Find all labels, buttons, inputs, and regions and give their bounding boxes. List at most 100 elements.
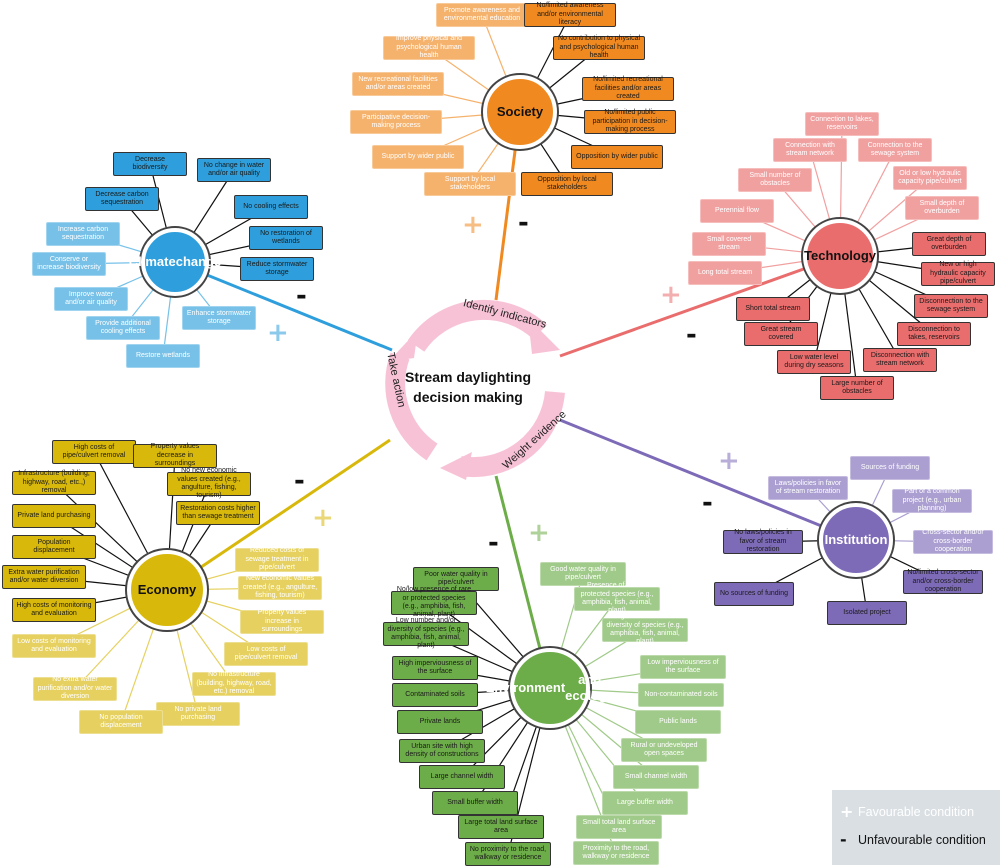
technology-minus-icon: - — [686, 320, 697, 350]
cycle-arrow-identify — [407, 299, 547, 352]
environment-favourable-indicator: Small channel width — [613, 765, 699, 789]
environment-unfavourable-indicator: High imperviousness of the surface — [392, 656, 478, 680]
economy-unfavourable-indicator: Infrastructure (building, highway, road,… — [12, 470, 96, 495]
cycle-arrow-weight — [458, 390, 565, 478]
technology-unfavourable-indicator: Great stream covered — [744, 322, 818, 346]
economy-hub: Economy — [127, 550, 207, 630]
decision-cycle-arrows — [385, 299, 565, 480]
technology-favourable-indicator: Connection with stream network — [773, 138, 847, 162]
economy-unfavourable-indicator: Private land purchasing — [12, 504, 96, 528]
society-favourable-indicator: New recreational facilities and/or areas… — [352, 72, 444, 96]
climate-favourable-indicator: Improve water and/or air quality — [54, 287, 128, 311]
climate-unfavourable-indicator: No restoration of wetlands — [249, 226, 323, 250]
technology-unfavourable-indicator: Disconnection to the sewage system — [914, 294, 988, 318]
institution-favourable-indicator: Part of a common project (e.g., urban pl… — [892, 488, 972, 513]
society-favourable-indicator: Promote awareness and environmental educ… — [436, 3, 528, 27]
institution-unfavourable-indicator: Isolated project — [827, 601, 907, 625]
economy-unfavourable-indicator: No new economic values created (e.g., an… — [167, 467, 251, 499]
technology-favourable-indicator: Old or low hydraulic capacity pipe/culve… — [893, 166, 967, 190]
technology-unfavourable-indicator: Low water level during dry seasons — [777, 350, 851, 374]
environment-unfavourable-indicator: No proximity to the road, walkway or res… — [465, 842, 551, 866]
climate-hub-label: change — [175, 254, 222, 270]
technology-plus-icon: + — [660, 280, 682, 310]
institution-unfavourable-indicator: No/limited cross-sector and/or cross-bor… — [903, 569, 983, 594]
climate-favourable-indicator: Restore wetlands — [126, 344, 200, 368]
institution-favourable-indicator: Sources of funding — [850, 456, 930, 480]
legend-favourable: + Favourable condition — [840, 802, 974, 821]
climate-favourable-indicator: Provide additional cooling effects — [86, 316, 160, 340]
technology-unfavourable-indicator: New or high hydraulic capacity pipe/culv… — [921, 261, 995, 286]
institution-connector — [559, 418, 857, 542]
environment-hub-label: and ecology — [565, 672, 615, 703]
economy-favourable-indicator: No infrastructure (building, highway, ro… — [192, 671, 276, 696]
technology-favourable-indicator: Small covered stream — [692, 232, 766, 256]
environment-plus-icon: + — [528, 518, 550, 548]
society-hub-label: Society — [496, 104, 544, 120]
cycle-arrowhead-weight — [440, 452, 472, 480]
society-favourable-indicator: Support by wider public — [372, 145, 464, 169]
economy-connector — [166, 438, 391, 592]
economy-favourable-indicator: New economic values created (e.g., angul… — [238, 575, 322, 600]
environment-favourable-indicator: Presence of rare or protected species (e… — [574, 582, 660, 614]
environment-favourable-indicator: High number and/or diversity of species … — [602, 613, 688, 645]
climate-connector — [174, 260, 393, 352]
economy-favourable-indicator: Reduced costs of sewage treatment in pip… — [235, 547, 319, 572]
economy-unfavourable-indicator: Property values decrease in surroundings — [133, 443, 217, 468]
environment-favourable-indicator: Rural or undeveloped open spaces — [621, 738, 707, 762]
institution-plus-icon: + — [718, 446, 740, 476]
economy-plus-icon: + — [312, 503, 334, 533]
legend: + Favourable condition - Unfavourable co… — [832, 790, 1000, 865]
technology-connector — [559, 254, 841, 358]
climate-favourable-indicator: Enhance stormwater storage — [182, 306, 256, 330]
society-unfavourable-indicator: Opposition by local stakeholders — [521, 172, 613, 196]
technology-unfavourable-indicator: Short total stream — [736, 297, 810, 321]
society-unfavourable-indicator: Opposition by wider public — [571, 145, 663, 169]
technology-unfavourable-indicator: Disconnection to takes, reservoirs — [897, 322, 971, 346]
technology-favourable-indicator: Connection to the sewage system — [858, 138, 932, 162]
society-hub: Society — [483, 75, 557, 149]
legend-favourable-label: Favourable condition — [858, 804, 975, 819]
technology-favourable-indicator: Small number of obstacles — [738, 168, 812, 192]
institution-favourable-indicator: Laws/policies in favor of stream restora… — [768, 476, 848, 500]
institution-favourable-indicator: Cross-sector and/or cross-border coopera… — [913, 529, 993, 554]
institution-hub-label: Institution — [824, 532, 888, 548]
climate-unfavourable-indicator: Decrease biodiversity — [113, 152, 187, 176]
environment-unfavourable-indicator: Large total land surface area — [458, 815, 544, 839]
society-unfavourable-indicator: No/limited awareness and/or environmenta… — [524, 2, 616, 27]
environment-unfavourable-indicator: Urban site with high density of construc… — [399, 739, 485, 763]
technology-hub: Technology — [803, 219, 877, 293]
society-minus-icon: - — [518, 208, 529, 238]
climate-unfavourable-indicator: Reduce stormwater storage — [240, 257, 314, 281]
institution-unfavourable-indicator: No laws/policies in favor of stream rest… — [723, 529, 803, 554]
legend-unfavourable: - Unfavourable condition — [840, 830, 986, 849]
society-favourable-indicator: Participative decision-making process — [350, 110, 442, 134]
climate-favourable-indicator: Conserve or increase biodiversity — [32, 252, 106, 276]
legend-minus-icon: - — [840, 830, 847, 849]
center-title: Stream daylighting decision making — [388, 367, 548, 408]
climate-minus-icon: - — [296, 281, 307, 311]
economy-minus-icon: - — [294, 466, 305, 496]
economy-unfavourable-indicator: Extra water purification and/or water di… — [2, 565, 86, 589]
environment-favourable-indicator: Large buffer width — [602, 791, 688, 815]
environment-favourable-indicator: Low imperviousness of the surface — [640, 655, 726, 679]
economy-favourable-indicator: Property values increase in surroundings — [240, 609, 324, 634]
economy-unfavourable-indicator: High costs of monitoring and evaluation — [12, 598, 96, 622]
center-title-line2: decision making — [413, 389, 523, 406]
cycle-arrow-take-action — [385, 352, 438, 461]
society-favourable-indicator: Improve physical and psychological human… — [383, 35, 475, 60]
economy-unfavourable-indicator: High costs of pipe/culvert removal — [52, 440, 136, 464]
environment-unfavourable-indicator: Large channel width — [419, 765, 505, 789]
center-title-line1: Stream daylighting — [404, 369, 532, 385]
climate-favourable-indicator: Increase carbon sequestration — [46, 222, 120, 246]
economy-unfavourable-indicator: Restoration costs higher than sewage tre… — [176, 501, 260, 525]
environment-favourable-indicator: Public lands — [635, 710, 721, 734]
environment-favourable-indicator: Proximity to the road, walkway or reside… — [573, 841, 659, 865]
society-unfavourable-indicator: No/limited recreational facilities and/o… — [582, 76, 674, 101]
technology-favourable-indicator: Small depth of overburden — [905, 196, 979, 220]
legend-plus-icon: + — [840, 802, 854, 821]
technology-favourable-indicator: Long total stream — [688, 261, 762, 285]
environment-unfavourable-indicator: Low number and/or diversity of species (… — [383, 617, 469, 649]
environment-unfavourable-indicator: Poor water quality in pipe/culvert — [413, 567, 499, 591]
cycle-arrowhead-identify — [528, 318, 560, 354]
